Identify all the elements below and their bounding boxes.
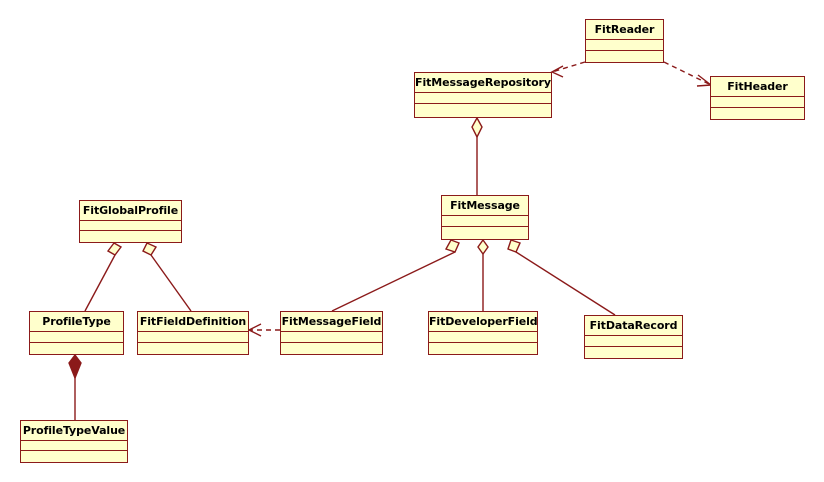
- open-arrowhead: [696, 74, 713, 87]
- class-operations-compartment: [429, 343, 537, 354]
- class-name-fitdeveloperfield: FitDeveloperField: [429, 312, 537, 332]
- class-name-fitreader: FitReader: [586, 20, 663, 40]
- class-name-fitdatarecord: FitDataRecord: [585, 316, 682, 336]
- class-attributes-compartment: [138, 332, 248, 343]
- class-attributes-compartment: [442, 216, 528, 227]
- class-name-fitmessagerepository: FitMessageRepository: [415, 73, 551, 93]
- class-box-fitheader[interactable]: FitHeader: [710, 76, 805, 120]
- class-attributes-compartment: [281, 332, 382, 343]
- open-arrowhead: [247, 323, 262, 337]
- class-operations-compartment: [586, 51, 663, 62]
- class-name-profiletypevalue: ProfileTypeValue: [21, 421, 127, 441]
- class-attributes-compartment: [586, 40, 663, 51]
- class-operations-compartment: [585, 347, 682, 358]
- class-operations-compartment: [138, 343, 248, 354]
- edge-fitmessage-to-fitmessagefield: [331, 239, 460, 312]
- class-name-fitheader: FitHeader: [711, 77, 804, 97]
- class-operations-compartment: [711, 108, 804, 119]
- class-box-fitfielddefinition[interactable]: FitFieldDefinition: [137, 311, 249, 355]
- class-box-fitdeveloperfield[interactable]: FitDeveloperField: [428, 311, 538, 355]
- class-box-profiletype[interactable]: ProfileType: [29, 311, 124, 355]
- class-operations-compartment: [415, 104, 551, 117]
- class-name-fitmessage: FitMessage: [442, 196, 528, 216]
- hollow-diamond: [106, 242, 123, 256]
- hollow-diamond: [142, 242, 158, 256]
- class-box-fitglobalprofile[interactable]: FitGlobalProfile: [79, 200, 182, 243]
- class-attributes-compartment: [80, 221, 181, 232]
- class-box-fitmessage[interactable]: FitMessage: [441, 195, 529, 240]
- class-box-fitdatarecord[interactable]: FitDataRecord: [584, 315, 683, 359]
- class-attributes-compartment: [415, 93, 551, 104]
- hollow-diamond: [444, 239, 460, 253]
- class-box-fitmessagefield[interactable]: FitMessageField: [280, 311, 383, 355]
- class-box-profiletypevalue[interactable]: ProfileTypeValue: [20, 420, 128, 463]
- class-box-fitmessagerepository[interactable]: FitMessageRepository: [414, 72, 552, 118]
- hollow-diamond: [507, 239, 521, 253]
- edge-fitmessagefield-to-fitfielddefinition: [247, 323, 280, 337]
- hollow-diamond: [477, 238, 489, 256]
- class-name-profiletype: ProfileType: [30, 312, 123, 332]
- open-arrowhead: [550, 65, 564, 78]
- edge-fitmessage-to-fitdatarecord: [507, 239, 616, 316]
- edge-fitreader-to-fitheader: [663, 61, 713, 87]
- class-name-fitglobalprofile: FitGlobalProfile: [80, 201, 181, 221]
- class-operations-compartment: [30, 343, 123, 354]
- edge-fitglobalprofile-to-profiletype: [84, 242, 123, 312]
- class-operations-compartment: [80, 231, 181, 242]
- class-attributes-compartment: [30, 332, 123, 343]
- hollow-diamond: [471, 116, 483, 139]
- edge-fitmessagerepository-to-fitmessage: [471, 116, 483, 195]
- class-box-fitreader[interactable]: FitReader: [585, 19, 664, 63]
- class-attributes-compartment: [585, 336, 682, 347]
- class-attributes-compartment: [429, 332, 537, 343]
- edge-profiletype-to-profiletypevalue: [68, 353, 82, 420]
- class-name-fitmessagefield: FitMessageField: [281, 312, 382, 332]
- class-operations-compartment: [281, 343, 382, 354]
- edge-fitreader-to-fitmessagerepository: [550, 61, 586, 78]
- class-attributes-compartment: [711, 97, 804, 108]
- class-attributes-compartment: [21, 441, 127, 452]
- class-name-fitfielddefinition: FitFieldDefinition: [138, 312, 248, 332]
- edge-fitmessage-to-fitdeveloperfield: [477, 238, 489, 311]
- class-operations-compartment: [21, 451, 127, 462]
- edge-fitglobalprofile-to-fitfielddefinition: [142, 242, 192, 312]
- class-operations-compartment: [442, 227, 528, 239]
- filled-diamond: [68, 353, 82, 380]
